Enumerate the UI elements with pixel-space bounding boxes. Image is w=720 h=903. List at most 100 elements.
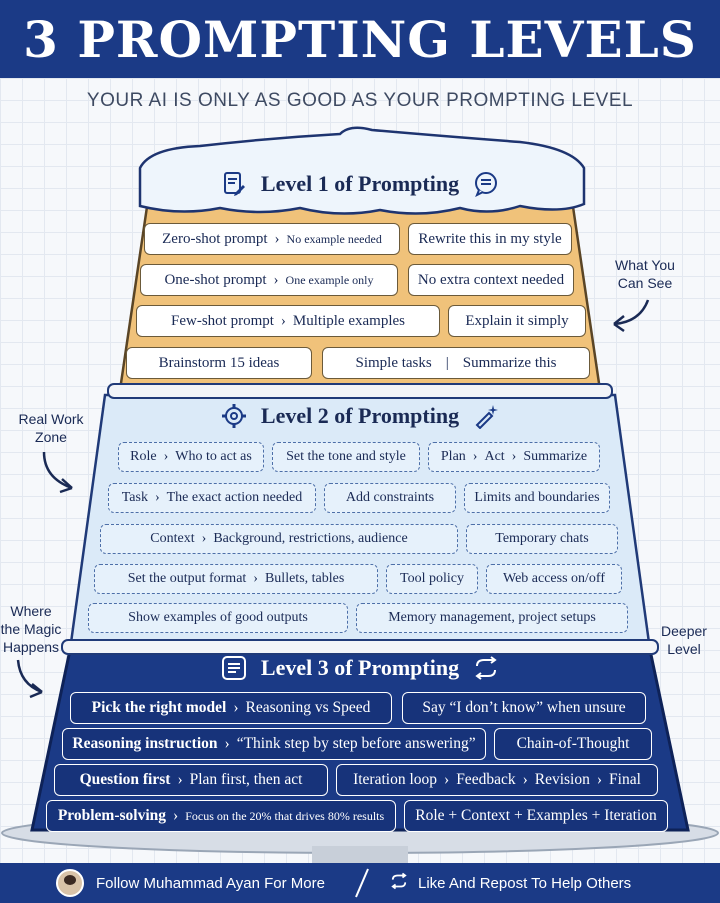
pill-sub: “Think step by step before answering” [236, 735, 476, 752]
side-line: What You [615, 257, 675, 273]
footer-divider [355, 868, 369, 898]
repost-link[interactable]: Like And Repost To Help Others [390, 863, 631, 903]
pill-label: Simple tasks [355, 354, 432, 371]
pill-label: Add constraints [345, 490, 435, 505]
level2-title: Level 2 of Prompting [260, 403, 460, 428]
pill-sub: No example needed [286, 231, 382, 246]
pill-one-shot: One-shot prompt›One example only [140, 264, 398, 296]
page-title: 3 PROMPTING LEVELS [23, 9, 697, 69]
arrow-real-head [59, 478, 73, 494]
pill-problem-solving: Problem-solving›Focus on the 20% that dr… [46, 800, 396, 832]
chevron-right-icon: › [472, 449, 478, 464]
pill-label: Show examples of good outputs [128, 610, 308, 625]
pill-label: Question first [79, 771, 171, 788]
chevron-right-icon: › [154, 490, 160, 505]
pill-label: Chain-of-Thought [516, 735, 630, 752]
pill-label: Web access on/off [502, 571, 606, 586]
pill-label: Tool policy [400, 571, 464, 586]
chevron-right-icon: › [173, 807, 179, 824]
pill-sub: Plan first, then act [189, 771, 303, 788]
pill-label: Plan [440, 449, 466, 464]
pill-sub: Reasoning vs Speed [245, 699, 371, 716]
follow-text: Follow Muhammad Ayan For More [96, 874, 325, 892]
refresh-icon [473, 655, 499, 681]
side-line: Zone [35, 429, 67, 445]
pill-label: Context [150, 531, 195, 546]
repost-icon [390, 872, 408, 894]
side-line: Level [667, 641, 701, 657]
chevron-right-icon: › [201, 531, 207, 546]
side-label-real-work: Real Work Zone [8, 410, 94, 446]
side-label-magic: Where the Magic Happens [0, 602, 62, 656]
pill-brainstorm: Brainstorm 15 ideas [126, 347, 312, 379]
pill-sub: Focus on the 20% that drives 80% results [185, 808, 385, 823]
pill-temporary: Temporary chats [466, 524, 618, 554]
pill-output: Set the output format›Bullets, tables [94, 564, 378, 594]
arrow-magic-head [29, 683, 43, 699]
chevron-right-icon: › [596, 771, 603, 788]
pill-label: Iteration loop [353, 771, 438, 788]
pill-simple-summarize: Simple tasks | Summarize this [322, 347, 590, 379]
pill-constraints: Add constraints [324, 483, 456, 513]
chevron-right-icon: › [273, 271, 279, 288]
footer-bar: Follow Muhammad Ayan For More Like And R… [0, 863, 720, 903]
pill-label: Pick the right model [91, 699, 227, 716]
pill-label: Temporary chats [495, 531, 589, 546]
subtitle: YOUR AI IS ONLY AS GOOD AS YOUR PROMPTIN… [86, 90, 634, 111]
gear-icon [221, 403, 247, 429]
sparkle-pen-icon [473, 403, 499, 429]
repost-text: Like And Repost To Help Others [418, 874, 632, 892]
chevron-right-icon: › [253, 571, 258, 586]
level2-title-row: Level 2 of Prompting [0, 403, 720, 429]
side-label-deeper: Deeper Level [654, 622, 714, 658]
pill-label: Act [484, 449, 505, 464]
pill-iteration-loop: Iteration loop›Feedback›Revision›Final [336, 764, 658, 796]
level3-title-row: Level 3 of Prompting [0, 655, 720, 681]
pill-label: Feedback [456, 771, 516, 788]
chevron-right-icon: › [163, 449, 169, 464]
list-icon [221, 655, 247, 681]
pill-label: Task [121, 490, 148, 505]
pill-label: One-shot prompt [164, 271, 267, 288]
chevron-right-icon: › [274, 230, 280, 247]
pill-label: Role [130, 449, 157, 464]
band-2 [61, 639, 659, 655]
pill-web-access: Web access on/off [486, 564, 622, 594]
pill-examples: Show examples of good outputs [88, 603, 348, 633]
pill-explain: Explain it simply [448, 305, 586, 337]
pill-tool-policy: Tool policy [386, 564, 478, 594]
pill-sub: Multiple examples [292, 312, 405, 329]
pill-rewrite: Rewrite this in my style [408, 223, 572, 255]
pill-label: Zero-shot prompt [162, 230, 268, 247]
chevron-right-icon: › [511, 449, 517, 464]
arrow-see-head [613, 315, 625, 333]
base-stem [312, 846, 408, 864]
pill-label: Revision [534, 771, 590, 788]
pill-sub: The exact action needed [166, 490, 303, 505]
pill-few-shot: Few-shot prompt›Multiple examples [136, 305, 440, 337]
pill-label: Memory management, project setups [388, 610, 596, 625]
pill-sub: Background, restrictions, audience [213, 531, 408, 546]
pill-role: Role›Who to act as [118, 442, 264, 472]
band-1 [107, 383, 613, 399]
side-line: the Magic [0, 621, 62, 637]
chevron-right-icon: › [522, 771, 528, 788]
side-line: Real Work [18, 411, 84, 427]
pill-label: Role + Context + Examples + Iteration [415, 807, 657, 824]
pill-label: Final [609, 771, 641, 788]
pill-context: Context › Background, restrictions, audien… [100, 524, 458, 554]
header-banner: 3 PROMPTING LEVELS [0, 0, 720, 78]
chat-bubble-icon [473, 171, 499, 197]
avatar [56, 869, 84, 897]
follow-link[interactable]: Follow Muhammad Ayan For More [56, 863, 325, 903]
side-line: Happens [2, 639, 60, 655]
pill-formula: Role + Context + Examples + Iteration [404, 800, 668, 832]
pill-sub: Bullets, tables [264, 571, 345, 586]
pill-label: Rewrite this in my style [418, 230, 562, 247]
level3-title: Level 3 of Prompting [260, 655, 460, 680]
pill-label: Few-shot prompt [171, 312, 274, 329]
pill-say-idk: Say “I don’t know” when unsure [402, 692, 646, 724]
pill-label: Explain it simply [465, 312, 569, 329]
chevron-right-icon: › [224, 735, 230, 752]
pill-label: Limits and boundaries [474, 490, 600, 505]
